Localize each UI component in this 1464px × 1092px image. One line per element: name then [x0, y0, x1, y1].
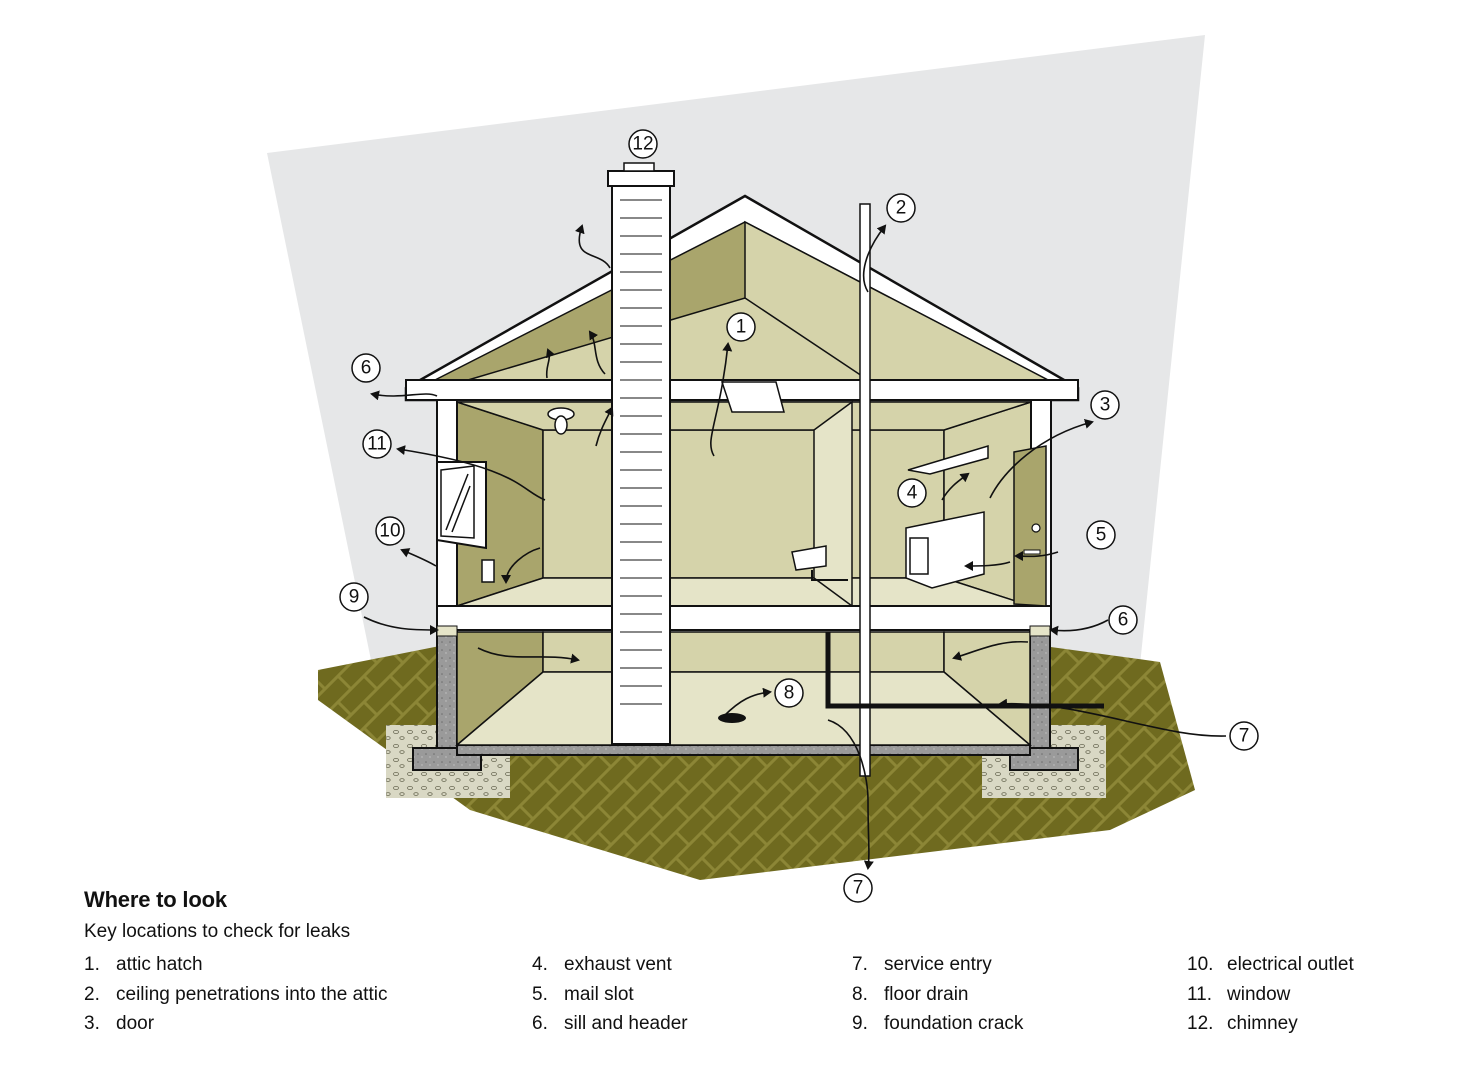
legend-item: 8.floor drain: [852, 983, 969, 1005]
legend: Where to look Key locations to check for…: [84, 887, 1424, 1034]
svg-text:7: 7: [853, 878, 864, 899]
legend-column-4: 10.electrical outlet 11.window 12.chimne…: [1187, 950, 1354, 1039]
callout-1: 1: [726, 312, 756, 342]
svg-text:6: 6: [1118, 610, 1129, 631]
legend-item: 7.service entry: [852, 954, 992, 975]
svg-text:3: 3: [1100, 395, 1111, 416]
attic-hatch: [720, 381, 785, 413]
chimney: [611, 185, 671, 745]
mail-slot: [1023, 549, 1041, 555]
callout-4: 4: [897, 478, 927, 508]
legend-item: 2.ceiling penetrations into the attic: [84, 983, 388, 1005]
main-back-wall: [542, 429, 945, 579]
floor-drain: [718, 713, 746, 723]
legend-subtitle: Key locations to check for leaks: [84, 921, 351, 942]
callout-10: 10: [375, 516, 405, 546]
callout-7-right: 7: [1229, 721, 1259, 751]
chimney-cap: [607, 170, 675, 187]
service-pipe: [825, 632, 1104, 709]
foundation-wall-left: [436, 631, 458, 753]
basement-floor: [454, 671, 1033, 746]
legend-item: 3.door: [84, 1013, 155, 1034]
callout-5: 5: [1086, 520, 1116, 550]
svg-text:10: 10: [379, 521, 400, 542]
electrical-outlet: [481, 559, 495, 583]
legend-column-3: 7.service entry 8.floor drain 9.foundati…: [852, 950, 1023, 1039]
svg-text:8: 8: [784, 683, 795, 704]
svg-text:5: 5: [1096, 525, 1107, 546]
legend-item: 6.sill and header: [532, 1013, 688, 1034]
sill-right: [1029, 625, 1051, 637]
callout-11: 11: [362, 429, 392, 459]
legend-item: 1.attic hatch: [84, 954, 203, 975]
svg-text:1: 1: [736, 317, 747, 338]
sink: [791, 545, 827, 571]
legend-item: 12.chimney: [1187, 1013, 1298, 1034]
house-air-leak-diagram: 1 2 3 4 5 6 6 7 7 8 9 10 11 12: [267, 35, 1259, 903]
partition-wall: [813, 400, 853, 608]
callout-2: 2: [886, 193, 916, 223]
main-ceiling: [456, 401, 1032, 431]
callout-6-right: 6: [1108, 605, 1138, 635]
callout-3: 3: [1090, 390, 1120, 420]
door: [1013, 445, 1047, 607]
sill-left: [436, 625, 458, 637]
legend-item: 4.exhaust vent: [532, 954, 672, 975]
airflow-arrows: [363, 224, 1227, 870]
legend-column-2: 4.exhaust vent 5.mail slot 6.sill and he…: [532, 950, 688, 1039]
svg-text:6: 6: [361, 358, 372, 379]
chimney-flue: [623, 162, 655, 172]
legend-column-1: 1.attic hatch 2.ceiling penetrations int…: [84, 950, 387, 1039]
legend-item: 5.mail slot: [532, 983, 634, 1005]
basement-slab: [456, 744, 1031, 756]
legend-item: 10.electrical outlet: [1187, 954, 1354, 975]
svg-text:11: 11: [367, 434, 387, 455]
foundation-wall-right: [1029, 631, 1051, 753]
callout-8: 8: [774, 678, 804, 708]
svg-text:2: 2: [896, 198, 907, 219]
svg-text:4: 4: [907, 483, 918, 504]
callout-9: 9: [339, 582, 369, 612]
chimney-bricks: [620, 199, 662, 705]
svg-text:12: 12: [632, 134, 653, 155]
callout-6-left: 6: [351, 353, 381, 383]
floor-joist-band: [436, 605, 1052, 631]
svg-text:9: 9: [349, 587, 360, 608]
legend-item: 11.window: [1187, 983, 1291, 1005]
legend-item: 9.foundation crack: [852, 1013, 1024, 1034]
callout-7-bottom: 7: [843, 873, 873, 903]
svg-text:7: 7: [1239, 726, 1250, 747]
callout-12: 12: [628, 129, 658, 159]
range-hood: [907, 444, 989, 475]
vent-stack: [859, 203, 871, 777]
legend-title: Where to look: [84, 887, 227, 912]
basement-back-wall: [542, 631, 945, 673]
